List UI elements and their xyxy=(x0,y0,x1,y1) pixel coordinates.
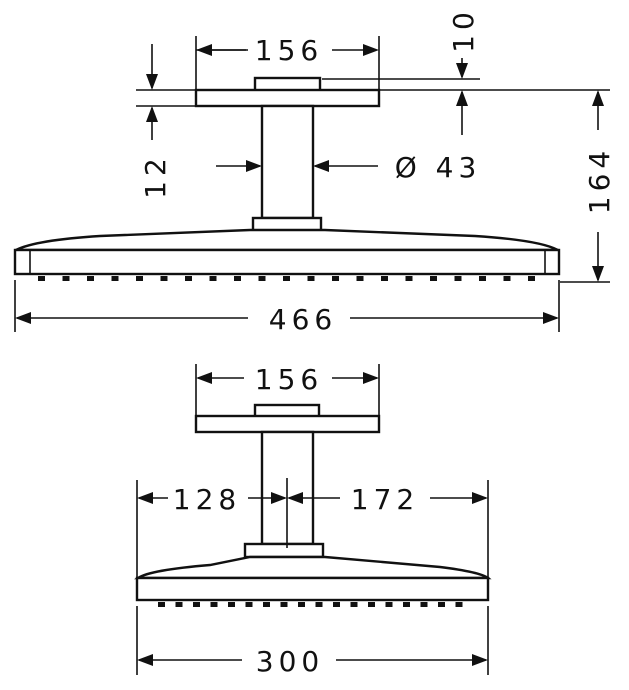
nozzle xyxy=(283,276,290,281)
nozzle xyxy=(111,276,119,281)
nozzle xyxy=(315,602,323,607)
dim-offset-left: 128 xyxy=(173,483,241,516)
nozzle xyxy=(430,276,437,281)
ceiling-flange xyxy=(194,88,381,108)
nozzle xyxy=(245,602,253,607)
nozzle xyxy=(258,276,266,281)
nozzle xyxy=(368,602,375,607)
nozzle xyxy=(307,276,315,281)
nozzle xyxy=(263,602,270,607)
side-view: 156 128 172 300 xyxy=(134,363,492,678)
shower-head-body xyxy=(13,248,561,276)
shower-arm xyxy=(260,104,315,220)
dim-flange-width: 156 xyxy=(255,34,323,67)
nozzle xyxy=(158,602,165,607)
nozzle xyxy=(136,276,143,281)
nozzle xyxy=(385,602,393,607)
nozzle xyxy=(38,276,45,281)
nozzle xyxy=(175,602,183,607)
side-shower-head-top xyxy=(134,555,492,580)
nozzle xyxy=(234,276,241,281)
nozzle xyxy=(298,602,305,607)
side-shower-head-body xyxy=(135,576,490,602)
nozzle xyxy=(332,276,339,281)
nozzle xyxy=(210,602,218,607)
nozzle xyxy=(528,276,535,281)
nozzle xyxy=(454,276,462,281)
nozzle xyxy=(350,602,358,607)
nozzle xyxy=(280,602,288,607)
nozzle xyxy=(333,602,340,607)
nozzle xyxy=(479,276,486,281)
dim-flange-thickness: 10 xyxy=(447,7,480,53)
nozzle xyxy=(228,602,235,607)
nozzle xyxy=(356,276,364,281)
nozzle xyxy=(455,602,463,607)
shower-head-top xyxy=(15,228,559,252)
nozzle xyxy=(62,276,70,281)
nozzle xyxy=(405,276,413,281)
dim-offset-right: 172 xyxy=(351,483,419,516)
dim-arm-diameter: Ø 43 xyxy=(395,151,482,184)
nozzle xyxy=(160,276,168,281)
nozzle-row xyxy=(38,276,535,281)
side-arm-connector xyxy=(243,542,325,559)
nozzle xyxy=(381,276,388,281)
dim-side-flange-width: 156 xyxy=(255,363,323,396)
dim-head-width: 466 xyxy=(269,303,337,336)
dim-total-height: 164 xyxy=(583,146,616,214)
nozzle xyxy=(438,602,445,607)
front-view: 156 12 10 Ø 43 164 466 xyxy=(13,7,616,336)
dim-ceiling-gap: 12 xyxy=(139,153,172,199)
nozzle xyxy=(420,602,428,607)
nozzle xyxy=(503,276,511,281)
nozzle xyxy=(403,602,410,607)
nozzle xyxy=(87,276,94,281)
side-nozzle-row xyxy=(158,602,463,607)
nozzle xyxy=(193,602,200,607)
nozzle xyxy=(209,276,217,281)
nozzle xyxy=(185,276,192,281)
side-ceiling-flange xyxy=(194,414,381,434)
dim-head-depth: 300 xyxy=(256,645,324,678)
